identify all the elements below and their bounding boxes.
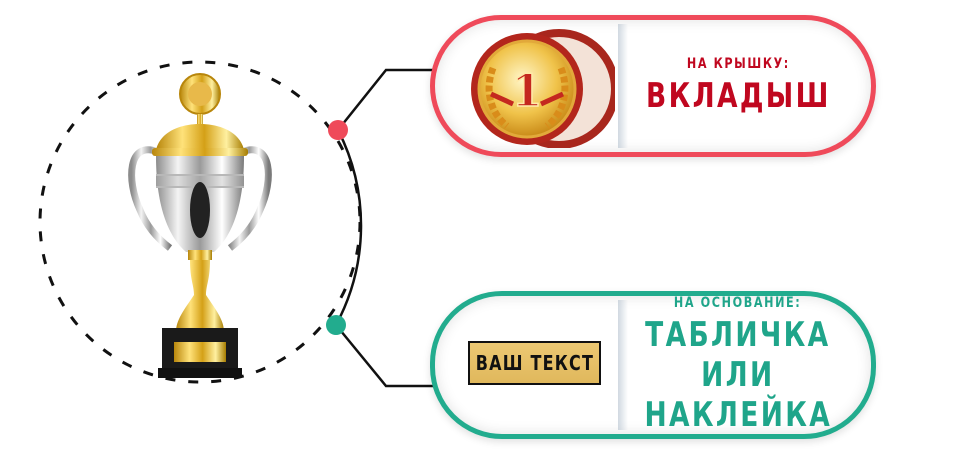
plate-text: ВАШ ТЕКСТ <box>475 351 594 375</box>
lid-insert-option-card: 1 НА КРЫШКУ: ВКЛАДЫШ <box>430 15 876 157</box>
top-connector <box>337 68 440 131</box>
base-text-area: НА ОСНОВАНИЕ: ТАБЛИЧКА ИЛИ НАКЛЕЙКА <box>625 295 851 435</box>
base-small-label: НА ОСНОВАНИЕ: <box>674 295 802 311</box>
base-big-label-line1: ТАБЛИЧКА ИЛИ <box>645 315 831 395</box>
card-divider <box>618 24 628 148</box>
top-node-dot <box>328 120 348 140</box>
medal-number: 1 <box>512 66 543 117</box>
lid-small-label: НА КРЫШКУ: <box>686 56 790 72</box>
base-plate-option-card: ВАШ ТЕКСТ НА ОСНОВАНИЕ: ТАБЛИЧКА ИЛИ НАК… <box>430 291 876 439</box>
name-plate-sample: ВАШ ТЕКСТ <box>468 341 601 385</box>
bottom-node-dot <box>326 315 346 335</box>
lid-big-label: ВКЛАДЫШ <box>645 76 831 116</box>
lid-text-area: НА КРЫШКУ: ВКЛАДЫШ <box>625 20 851 152</box>
trophy-icon <box>128 73 272 378</box>
arc-connector <box>334 129 363 326</box>
card-divider <box>618 300 628 430</box>
medal-insert-icon: 1 <box>471 29 615 148</box>
base-big-label-line2: НАКЛЕЙКА <box>644 395 832 435</box>
bottom-connector <box>335 324 440 388</box>
